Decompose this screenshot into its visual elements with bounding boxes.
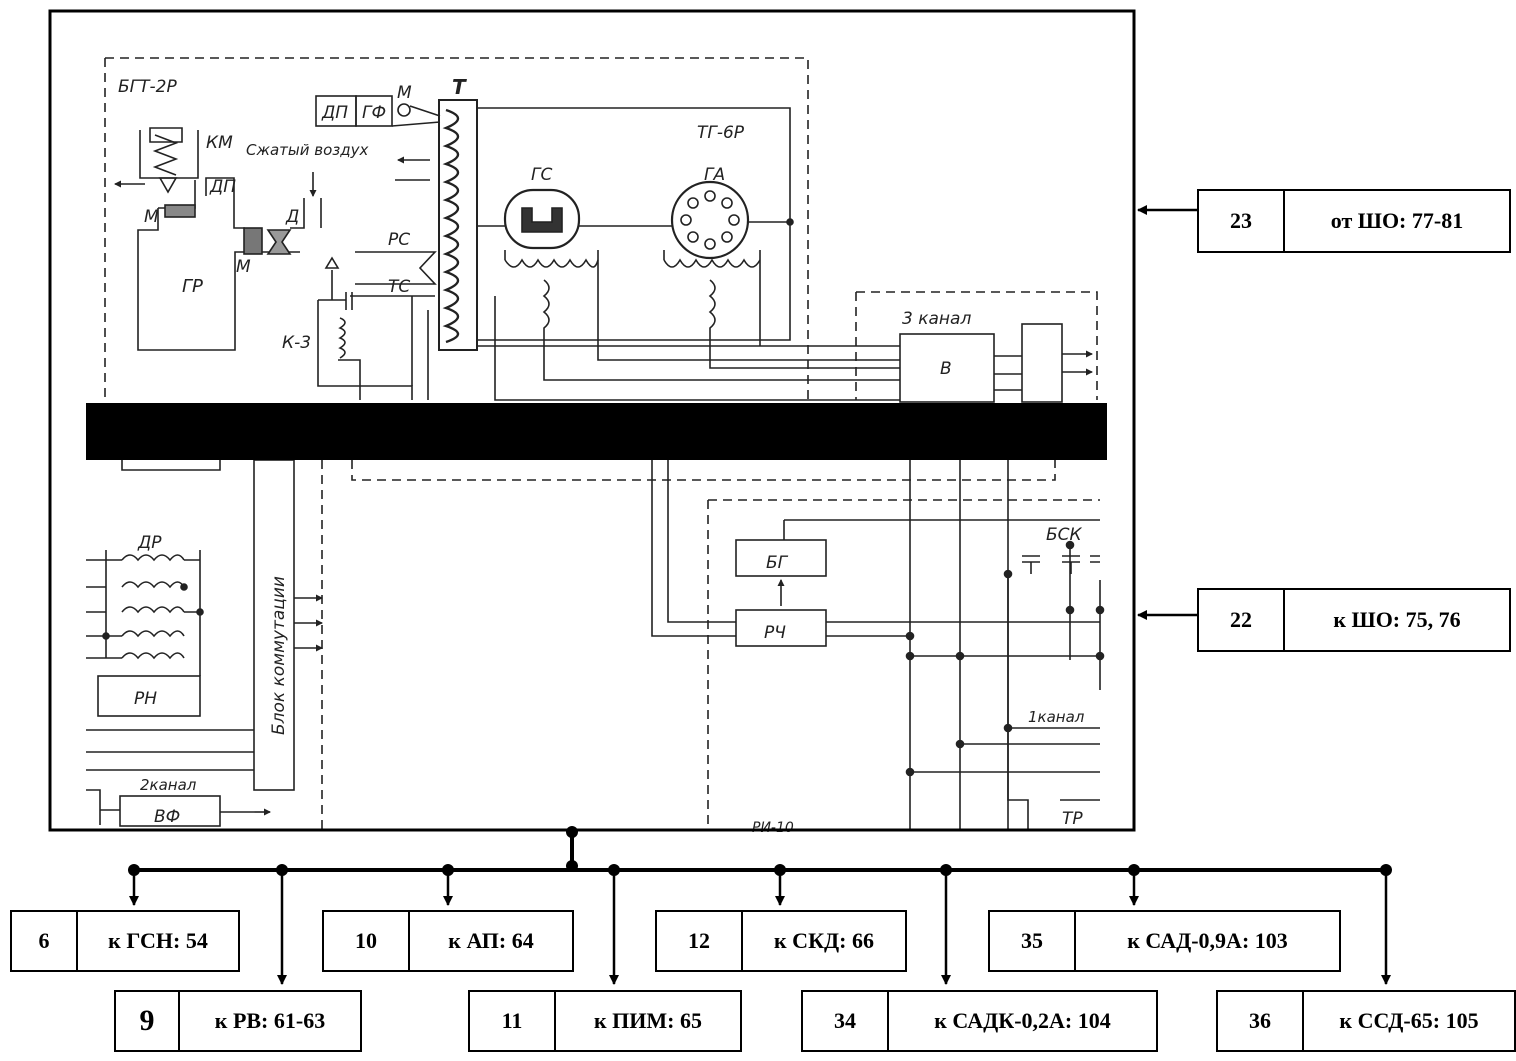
label-ch3: 3 канал [902, 309, 971, 329]
label-bg: БГ [766, 553, 789, 573]
rch-block [735, 609, 827, 647]
connection-box-c6[interactable]: 6 к ГСН: 54 [10, 910, 240, 972]
label-tr: ТР [1062, 809, 1083, 829]
connection-label: к ПИМ: 65 [594, 1008, 702, 1033]
ga-motor [670, 180, 750, 260]
bus-node-c34 [940, 864, 952, 876]
label-km: КМ [206, 133, 233, 153]
upper-enclosure [104, 57, 809, 400]
label-dp1: ДП [321, 103, 348, 123]
label-v: В [940, 359, 952, 379]
label-blok: Блок коммутации [269, 576, 289, 735]
schematic-frame [48, 9, 1136, 832]
connection-box-c10[interactable]: 10 к АП: 64 [322, 910, 574, 972]
connection-number: 9 [116, 992, 180, 1050]
connection-box-c34[interactable]: 34 к САДК-0,2А: 104 [801, 990, 1158, 1052]
label-dp2: ДП [209, 177, 236, 197]
label-tg: ТГ-6Р [697, 123, 745, 143]
label-rn: РН [134, 689, 157, 709]
bus-node-c36 [1380, 864, 1392, 876]
connection-number: 35 [990, 912, 1076, 970]
label-air: Сжатый воздух [246, 141, 369, 159]
label-d: Д [285, 207, 299, 227]
label-gc: ГС [531, 165, 552, 185]
t-column [438, 99, 478, 351]
connection-label: к СКД: 66 [774, 928, 874, 953]
label-t: Т [452, 75, 467, 99]
connection-box-c23[interactable]: 23 от ШО: 77-81 [1197, 189, 1511, 253]
connection-box-c35[interactable]: 35 к САД-0,9А: 103 [988, 910, 1341, 972]
vf-block [119, 795, 221, 827]
connection-number: 36 [1218, 992, 1304, 1050]
label-gr: ГР [182, 276, 203, 297]
connection-label: к ССД-65: 105 [1339, 1008, 1479, 1033]
k3-coil [317, 270, 413, 400]
bus-node-c11 [608, 864, 620, 876]
label-ch1: 1канал [1028, 708, 1085, 726]
label-gf: ГФ [362, 103, 386, 123]
connection-number: 10 [324, 912, 410, 970]
connection-number: 22 [1199, 590, 1285, 650]
label-rc: РС [388, 230, 410, 250]
connection-label: к ГСН: 54 [108, 928, 208, 953]
bus-node-c12 [774, 864, 786, 876]
gs-motor [503, 188, 581, 250]
rn-block [97, 675, 201, 717]
connection-box-c22[interactable]: 22 к ШО: 75, 76 [1197, 588, 1511, 652]
dr-coils [86, 550, 204, 676]
label-vf: ВФ [154, 807, 180, 827]
connection-label: к АП: 64 [448, 928, 534, 953]
bus-node-c6 [128, 864, 140, 876]
bus-node-c35 [1128, 864, 1140, 876]
connection-box-c12[interactable]: 12 к СКД: 66 [655, 910, 907, 972]
label-ga: ГА [704, 165, 725, 185]
label-bck: БСК [1046, 525, 1083, 545]
connection-box-c36[interactable]: 36 к ССД-65: 105 [1216, 990, 1516, 1052]
schematic-drawing [86, 57, 1105, 830]
label-tc: ТС [388, 277, 410, 297]
redaction-bar [86, 403, 1107, 460]
bg-block [735, 539, 827, 577]
connection-label: к РВ: 61-63 [214, 1008, 326, 1033]
gr-chamber [137, 177, 322, 351]
connection-box-c9[interactable]: 9 к РВ: 61-63 [114, 990, 362, 1052]
bus-node-center [566, 860, 578, 872]
connection-number: 12 [657, 912, 743, 970]
label-bgt: БГТ-2Р [118, 77, 177, 97]
connection-label: к ШО: 75, 76 [1333, 607, 1461, 632]
bus-node-c9 [276, 864, 288, 876]
upper-enclosure-bottom [351, 460, 1056, 481]
connection-label: от ШО: 77-81 [1330, 208, 1464, 233]
connection-number: 34 [803, 992, 889, 1050]
connection-number: 11 [470, 992, 556, 1050]
label-rv: РИ-10 [752, 820, 794, 836]
connection-label: к САДК-0,2А: 104 [934, 1008, 1111, 1033]
label-dr: ДР [137, 533, 162, 553]
bottom-bus [134, 830, 1386, 872]
label-ch2: 2канал [140, 776, 197, 794]
km-spring [139, 130, 199, 179]
bus-node-c10 [442, 864, 454, 876]
label-rch: РЧ [764, 623, 786, 643]
connection-box-c11[interactable]: 11 к ПИМ: 65 [468, 990, 742, 1052]
connection-label: к САД-0,9А: 103 [1127, 928, 1288, 953]
label-m2: М [144, 207, 159, 227]
label-m3: М [236, 257, 251, 277]
label-k3: К-3 [282, 333, 311, 353]
label-m1: М [397, 83, 412, 103]
v-block [899, 333, 995, 403]
connection-number: 23 [1199, 191, 1285, 251]
bus-node-top [566, 826, 578, 838]
connection-number: 6 [12, 912, 78, 970]
